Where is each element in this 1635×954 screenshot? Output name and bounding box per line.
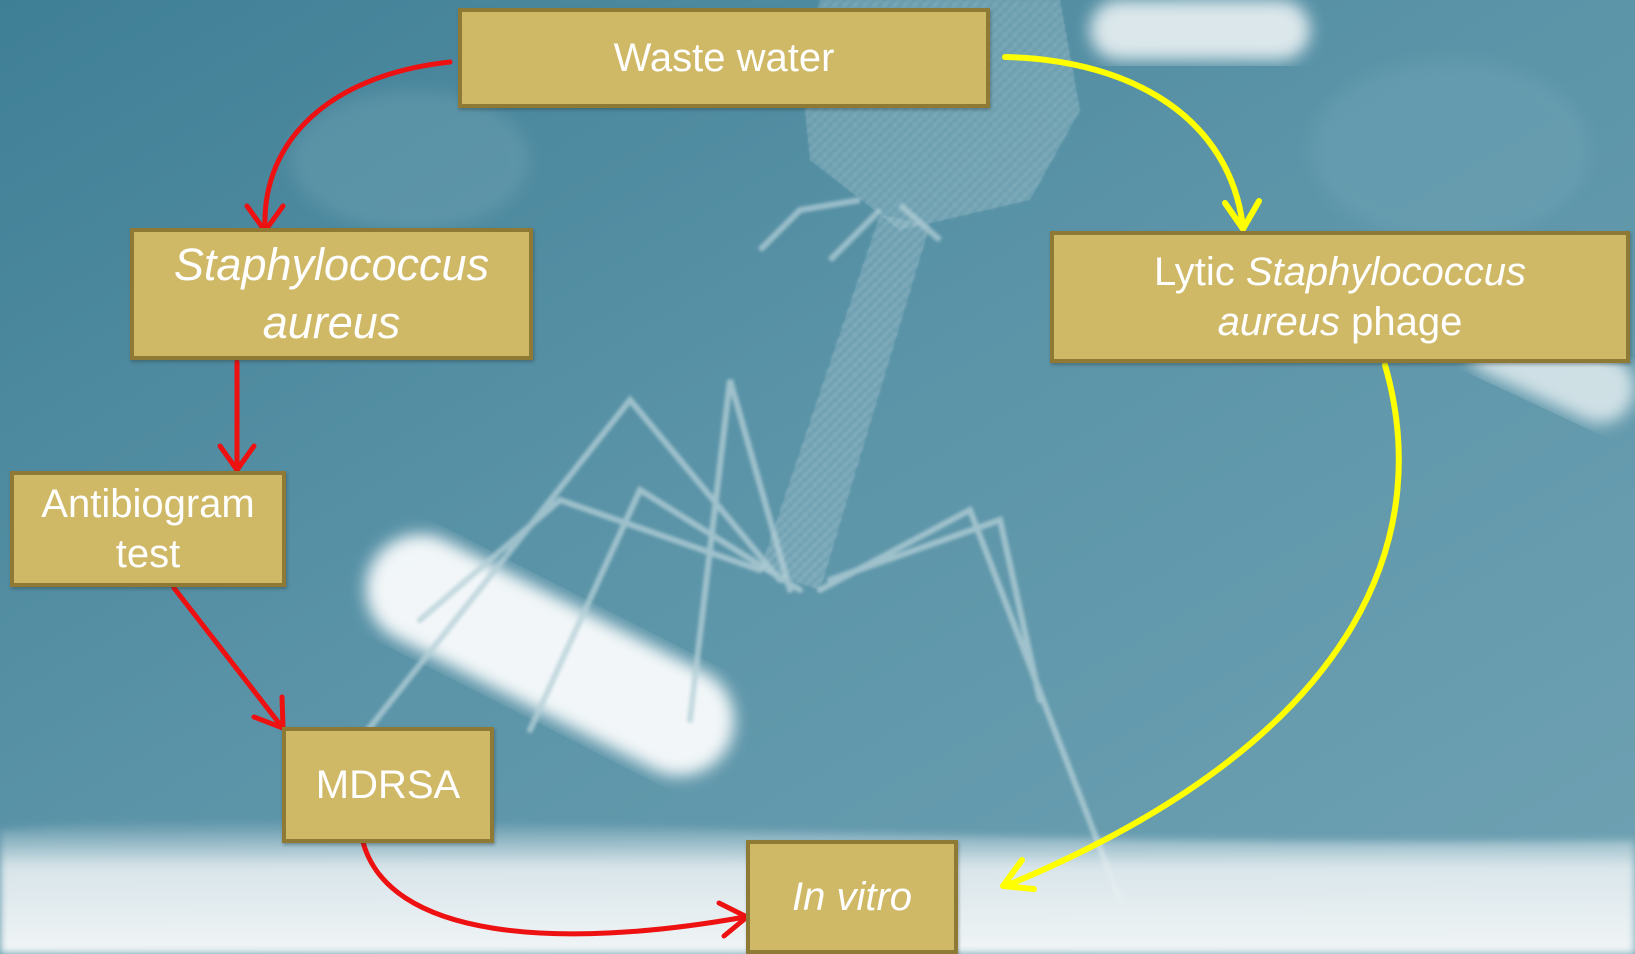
- node-mdrsa: MDRSA: [282, 727, 494, 843]
- node-in-vitro-label: In vitro: [792, 872, 912, 922]
- node-lytic-phage: Lytic Staphylococcus aureus phage: [1050, 231, 1630, 363]
- node-mdrsa-label: MDRSA: [316, 760, 460, 810]
- arrow-phage-to-invitro: [1008, 365, 1399, 885]
- node-staph-label-line2: aureus: [174, 294, 489, 352]
- node-in-vitro: In vitro: [746, 840, 958, 954]
- node-staph-label-line1: Staphylococcus: [174, 236, 489, 294]
- arrow-mdrsa-to-invitro: [362, 838, 745, 934]
- node-phage-suffix: phage: [1340, 300, 1462, 344]
- node-antibiogram-line2: test: [41, 529, 254, 579]
- node-phage-prefix: Lytic: [1154, 250, 1246, 294]
- node-antibiogram-test: Antibiogram test: [10, 471, 286, 587]
- node-waste-water: Waste water: [458, 8, 990, 108]
- arrow-antibiogram-to-mdrsa: [174, 588, 282, 727]
- node-antibiogram-line1: Antibiogram: [41, 479, 254, 529]
- arrow-waste-to-staph: [265, 62, 450, 228]
- node-phage-italic2: aureus: [1218, 300, 1340, 344]
- arrow-waste-to-phage: [1005, 57, 1243, 227]
- node-phage-italic1: Staphylococcus: [1246, 250, 1526, 294]
- node-waste-water-label: Waste water: [614, 33, 835, 83]
- node-staphylococcus-aureus: Staphylococcus aureus: [130, 228, 533, 360]
